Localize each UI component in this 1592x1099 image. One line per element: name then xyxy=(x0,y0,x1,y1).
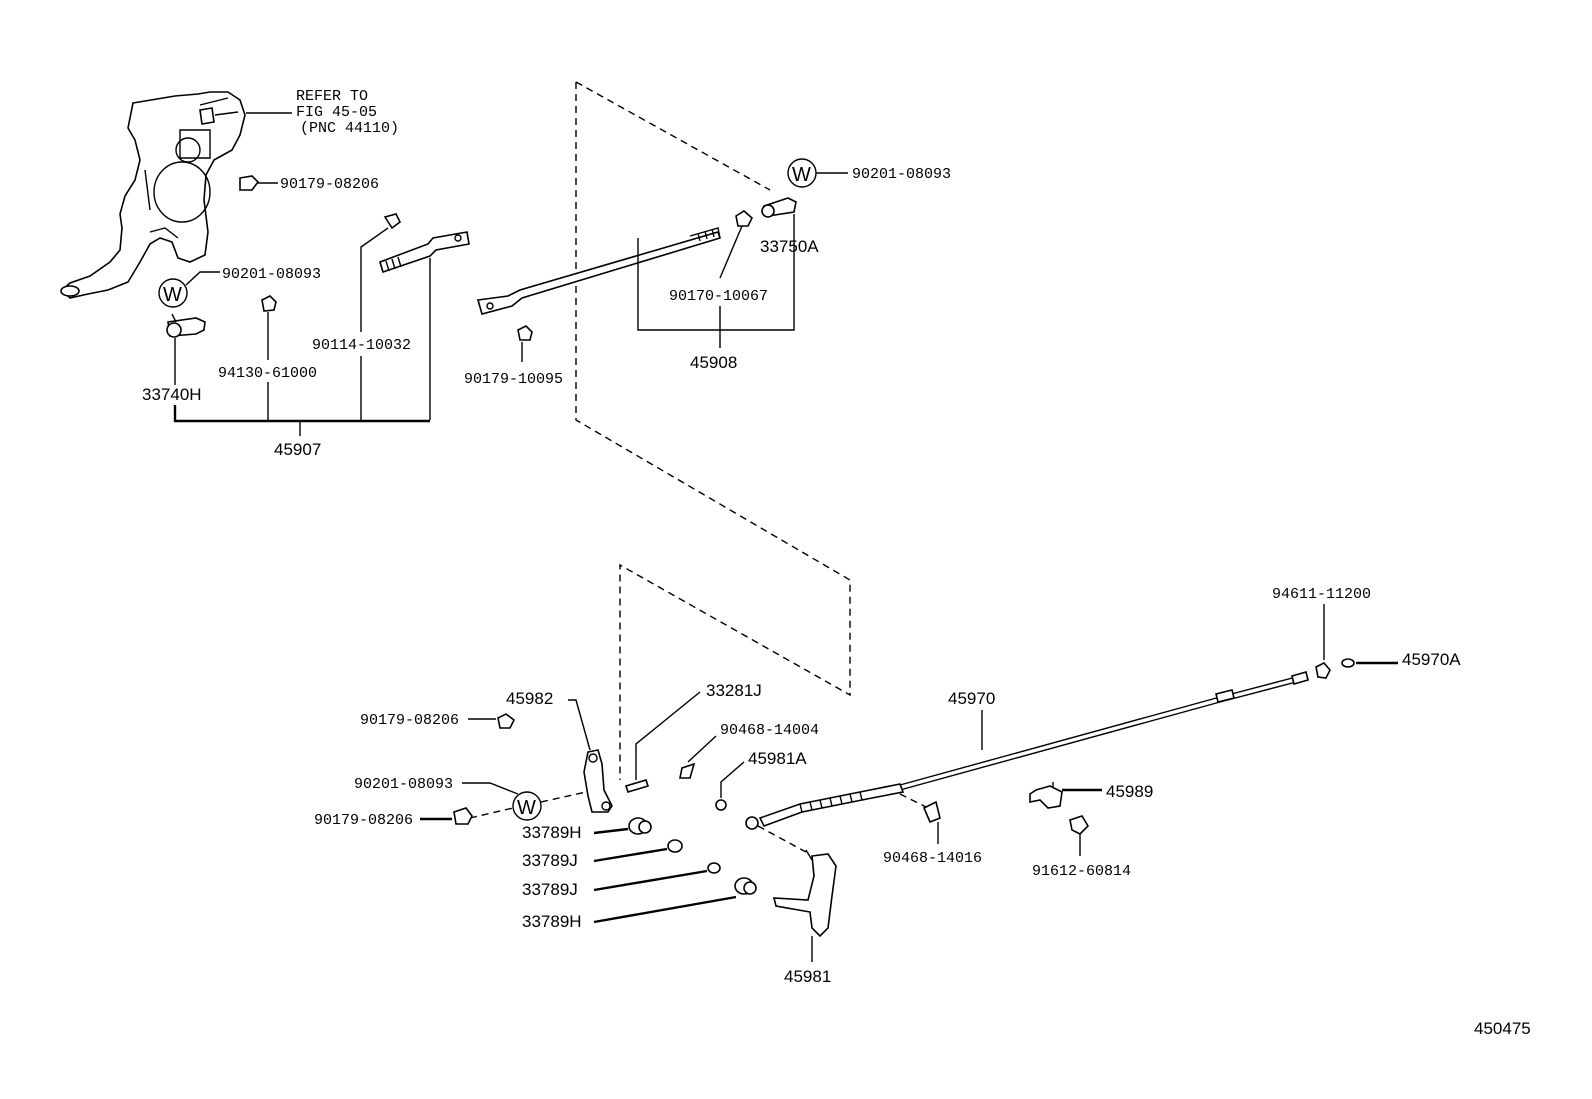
refer-line-2: FIG 45-05 xyxy=(296,104,377,121)
clip-90468-14004-icon xyxy=(679,762,696,779)
clip-90468-14016-icon xyxy=(922,800,941,824)
label-90201-08093-left: 90201-08093 xyxy=(222,266,321,283)
label-90114-10032: 90114-10032 xyxy=(312,337,411,354)
label-45907: 45907 xyxy=(274,440,321,459)
label-33281j: 33281J xyxy=(706,681,762,700)
label-45970: 45970 xyxy=(948,689,995,708)
label-45981: 45981 xyxy=(784,967,831,986)
bushing-33789h-b-icon xyxy=(734,877,757,895)
label-33750a: 33750A xyxy=(760,237,819,256)
rod-45908-drawing xyxy=(476,227,722,315)
washer-94611-icon xyxy=(1315,662,1331,679)
ball-joint-33750a-drawing xyxy=(761,197,797,218)
label-90179-08206-top: 90179-08206 xyxy=(280,176,379,193)
label-94611-11200: 94611-11200 xyxy=(1272,586,1371,603)
bolt-90114-icon xyxy=(383,213,402,230)
refer-line-1: REFER TO xyxy=(296,88,368,105)
label-33789j-a: 33789J xyxy=(522,851,578,870)
label-33789j-b: 33789J xyxy=(522,880,578,899)
label-90201-08093-right: 90201-08093 xyxy=(852,166,951,183)
label-90179-08206-low: 90179-08206 xyxy=(314,812,413,829)
label-45908: 45908 xyxy=(690,353,737,372)
label-33789h-a: 33789H xyxy=(522,823,582,842)
lever-45981-drawing xyxy=(772,849,837,938)
ball-joint-33740h-drawing xyxy=(166,313,206,338)
bushing-33789h-a-icon xyxy=(628,817,652,835)
label-90170-10067: 90170-10067 xyxy=(669,288,768,305)
label-45970a: 45970A xyxy=(1402,650,1461,669)
pin-33281j-icon xyxy=(624,779,650,793)
link-45907-drawing xyxy=(379,231,470,274)
bushing-33789j-a-icon xyxy=(667,839,683,853)
label-94130-61000: 94130-61000 xyxy=(218,365,317,382)
pin-45970a-icon xyxy=(1341,658,1355,668)
label-45982: 45982 xyxy=(506,689,553,708)
nut-90179-10095-icon xyxy=(517,325,533,341)
bolt-91612-icon xyxy=(1069,815,1090,835)
label-33740h: 33740H xyxy=(142,385,202,404)
lever-45982-drawing xyxy=(583,749,613,813)
steering-knuckle-drawing xyxy=(60,91,246,299)
washer-w-left-icon xyxy=(158,278,188,308)
refer-line-3: (PNC 44110) xyxy=(300,120,399,137)
clamp-45989-drawing xyxy=(1029,785,1063,809)
label-90201-08093-low: 90201-08093 xyxy=(354,776,453,793)
label-90179-10095: 90179-10095 xyxy=(464,371,563,388)
label-90468-14016: 90468-14016 xyxy=(883,850,982,867)
bushing-33789j-b-icon xyxy=(707,862,721,874)
nut-90170-icon xyxy=(735,210,753,227)
nut-90179-mid-icon xyxy=(497,713,516,729)
bushing-45981a-icon xyxy=(715,799,727,811)
label-90468-14004: 90468-14004 xyxy=(720,722,819,739)
washer-w-lower-symbol: W xyxy=(517,797,536,819)
washer-w-lower-icon xyxy=(512,791,542,821)
washer-w-right-symbol: W xyxy=(792,164,811,186)
label-45981a: 45981A xyxy=(748,749,807,768)
washer-w-left-symbol: W xyxy=(163,284,182,306)
cable-45970-drawing xyxy=(745,671,1309,830)
nut-icon xyxy=(239,175,260,191)
nut-94130-icon xyxy=(261,295,277,312)
label-90179-08206-mid: 90179-08206 xyxy=(360,712,459,729)
label-91612-60814: 91612-60814 xyxy=(1032,863,1131,880)
figure-code: 450475 xyxy=(1474,1019,1531,1038)
nut-90179-low-icon xyxy=(453,807,473,825)
label-33789h-b: 33789H xyxy=(522,912,582,931)
label-45989: 45989 xyxy=(1106,782,1153,801)
